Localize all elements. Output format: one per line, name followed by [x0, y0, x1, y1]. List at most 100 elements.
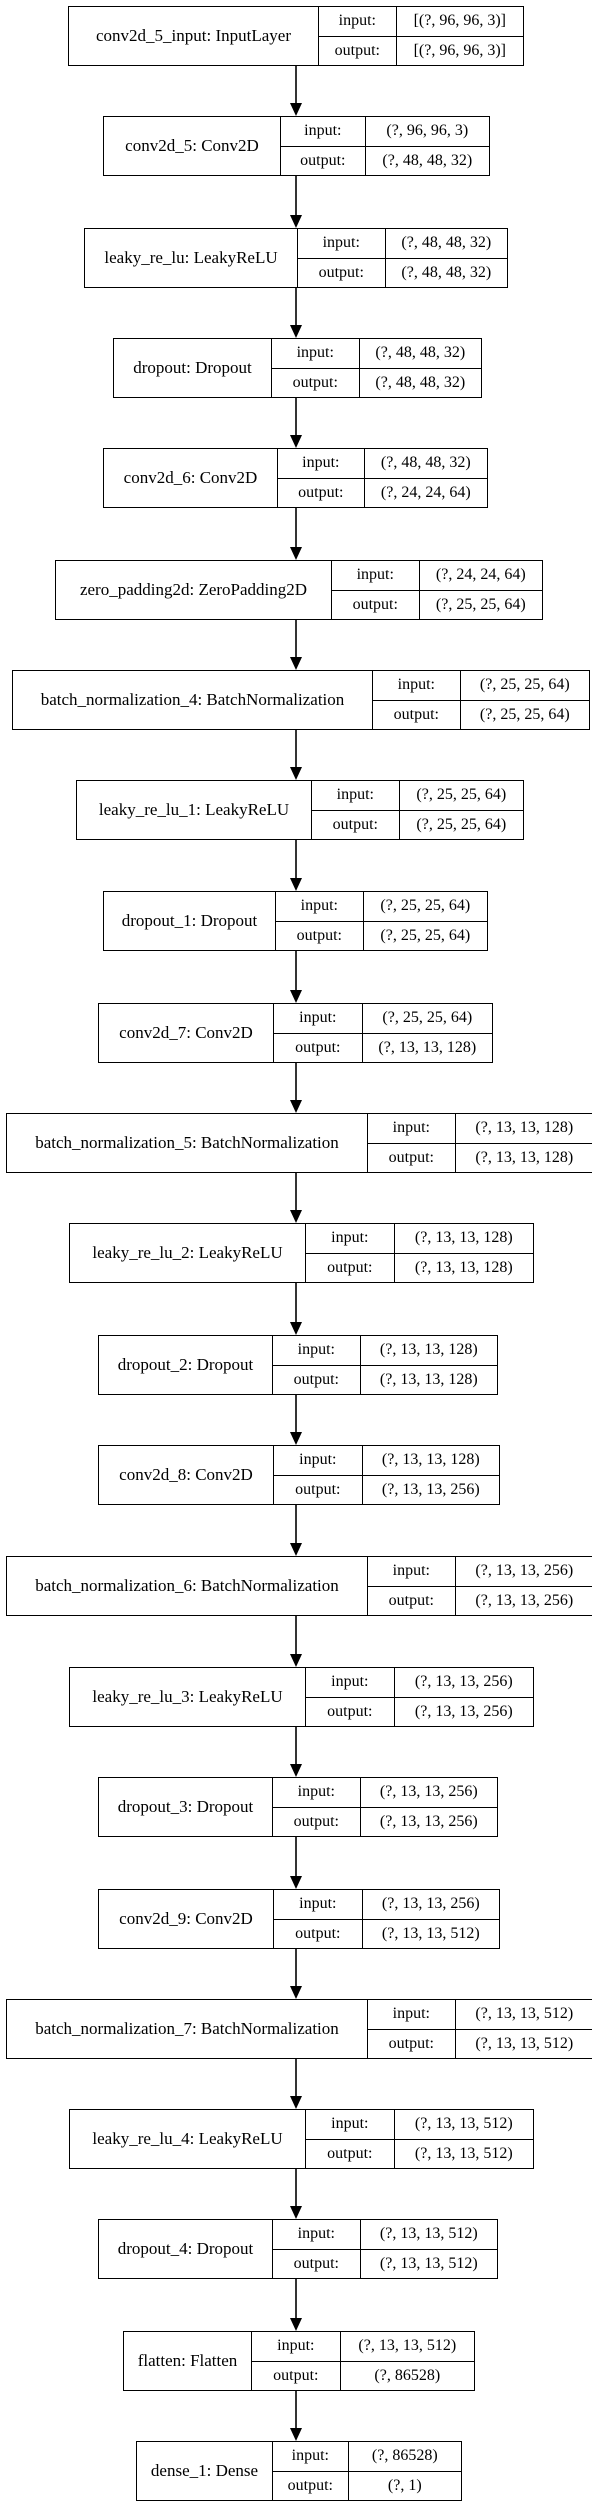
input-row: input:(?, 25, 25, 64) [312, 781, 523, 810]
output-row: output: (?, 13, 13, 128) [273, 1364, 497, 1394]
output-shape: (?, 13, 13, 128) [414, 1258, 513, 1276]
input-row: input:(?, 13, 13, 512) [252, 2332, 474, 2361]
output-label: output: [281, 146, 366, 175]
layer-name: conv2d_9: Conv2D [99, 1890, 274, 1948]
input-label: input: [273, 2220, 361, 2249]
edge-arrowhead [290, 1543, 302, 1556]
layer-io-table: input:(?, 96, 96, 3)output:(?, 48, 48, 3… [281, 117, 489, 175]
input-label: input: [274, 1446, 363, 1475]
layer-io-table: input:(?, 13, 13, 256)output:(?, 13, 13,… [274, 1890, 499, 1948]
input-row: input:(?, 48, 48, 32) [272, 339, 481, 368]
input-shape: (?, 13, 13, 512) [379, 2225, 478, 2243]
layer-name: leaky_re_lu_2: LeakyReLU [70, 1224, 306, 1282]
output-label: output: [368, 2029, 456, 2058]
output-row: output:(?, 13, 13, 512) [274, 1918, 499, 1948]
edge-arrowhead [290, 103, 302, 116]
layer-name: conv2d_6: Conv2D [104, 449, 278, 507]
input-label: input: [281, 117, 366, 146]
layer-io-table: input:[(?, 96, 96, 3)]output:[(?, 96, 96… [319, 7, 523, 65]
input-label: input: [332, 561, 420, 590]
edge-arrowhead [290, 990, 302, 1003]
output-shape: (?, 13, 13, 128) [379, 1370, 478, 1388]
edge-arrowhead [290, 547, 302, 560]
layer-name: conv2d_5_input: InputLayer [69, 7, 319, 65]
input-shape: (?, 25, 25, 64) [416, 786, 507, 804]
output-label: output: [273, 2249, 361, 2278]
input-row: input:(?, 13, 13, 128) [306, 1224, 533, 1253]
edge-arrowhead [290, 2096, 302, 2109]
layer-node: batch_normalization_6: BatchNormalizatio… [6, 1556, 592, 1616]
output-row: output:(?, 25, 25, 64) [332, 589, 542, 619]
output-label: output: [274, 1033, 363, 1062]
input-shape: (?, 86528) [371, 2447, 438, 2465]
edge-arrowhead [290, 215, 302, 228]
edge-arrowhead [290, 1654, 302, 1667]
input-row: input:(?, 13, 13, 128) [368, 1114, 592, 1143]
input-row: input:(?, 13, 13, 512) [368, 2000, 592, 2029]
output-shape: (?, 25, 25, 64) [435, 595, 526, 613]
layer-name: conv2d_8: Conv2D [99, 1446, 274, 1504]
layer-name: dropout_1: Dropout [104, 892, 276, 950]
output-row: output:(?, 25, 25, 64) [276, 920, 487, 950]
layer-io-table: input:(?, 13, 13, 256)output:(?, 13, 13,… [368, 1557, 592, 1615]
input-shape: [(?, 96, 96, 3)] [413, 12, 507, 30]
edge-arrowhead [290, 2428, 302, 2441]
input-row: input:(?, 13, 13, 256) [273, 1778, 497, 1807]
output-label: output: [319, 36, 397, 65]
input-row: input:(?, 48, 48, 32) [278, 449, 487, 478]
output-label: output: [298, 258, 386, 287]
edge-arrowhead [290, 1986, 302, 1999]
input-label: input: [274, 1890, 363, 1919]
edge-arrowhead [290, 435, 302, 448]
output-shape: (?, 13, 13, 512) [379, 2254, 478, 2272]
output-label: output: [368, 1143, 456, 1172]
output-row: output:(?, 13, 13, 128) [274, 1032, 492, 1062]
output-shape: (?, 13, 13, 256) [379, 1812, 478, 1830]
input-row: input:(?, 25, 25, 64) [274, 1004, 492, 1033]
output-label: output: [274, 1475, 363, 1504]
layer-name: flatten: Flatten [124, 2332, 252, 2390]
input-row: input:(?, 25, 25, 64) [373, 671, 589, 700]
output-label: output: [276, 921, 364, 950]
input-label: input: [368, 1557, 456, 1586]
edge-arrowhead [290, 1210, 302, 1223]
layer-name: batch_normalization_7: BatchNormalizatio… [7, 2000, 368, 2058]
edge-arrowhead [290, 1322, 302, 1335]
input-shape: (?, 13, 13, 128) [475, 1119, 574, 1137]
output-shape: (?, 13, 13, 256) [414, 1702, 513, 1720]
edge-arrowhead [290, 1100, 302, 1113]
edge-arrowhead [290, 767, 302, 780]
input-shape: (?, 13, 13, 512) [358, 2337, 457, 2355]
output-label: output: [312, 810, 400, 839]
input-shape: (?, 48, 48, 32) [375, 344, 466, 362]
input-label: input: [306, 2110, 395, 2139]
layer-io-table: input:(?, 13, 13, 256)output:(?, 13, 13,… [306, 1668, 533, 1726]
output-label: output: [273, 1365, 361, 1394]
input-label: input: [373, 671, 461, 700]
output-label: output: [274, 1919, 363, 1948]
layer-name: batch_normalization_6: BatchNormalizatio… [7, 1557, 368, 1615]
output-row: output: (?, 13, 13, 512) [273, 2248, 497, 2278]
input-shape: (?, 13, 13, 512) [414, 2115, 513, 2133]
input-row: input:(?, 13, 13, 256) [274, 1890, 499, 1919]
output-shape: (?, 48, 48, 32) [382, 151, 473, 169]
output-row: output:(?, 13, 13, 256) [306, 1696, 533, 1726]
output-label: output: [272, 368, 360, 397]
input-row: input:(?, 13, 13, 256) [368, 1557, 592, 1586]
output-row: output:[(?, 96, 96, 3)] [319, 35, 523, 65]
input-shape: (?, 25, 25, 64) [380, 897, 471, 915]
input-row: input:(?, 13, 13, 128) [273, 1336, 497, 1365]
output-label: output: [273, 2471, 349, 2500]
